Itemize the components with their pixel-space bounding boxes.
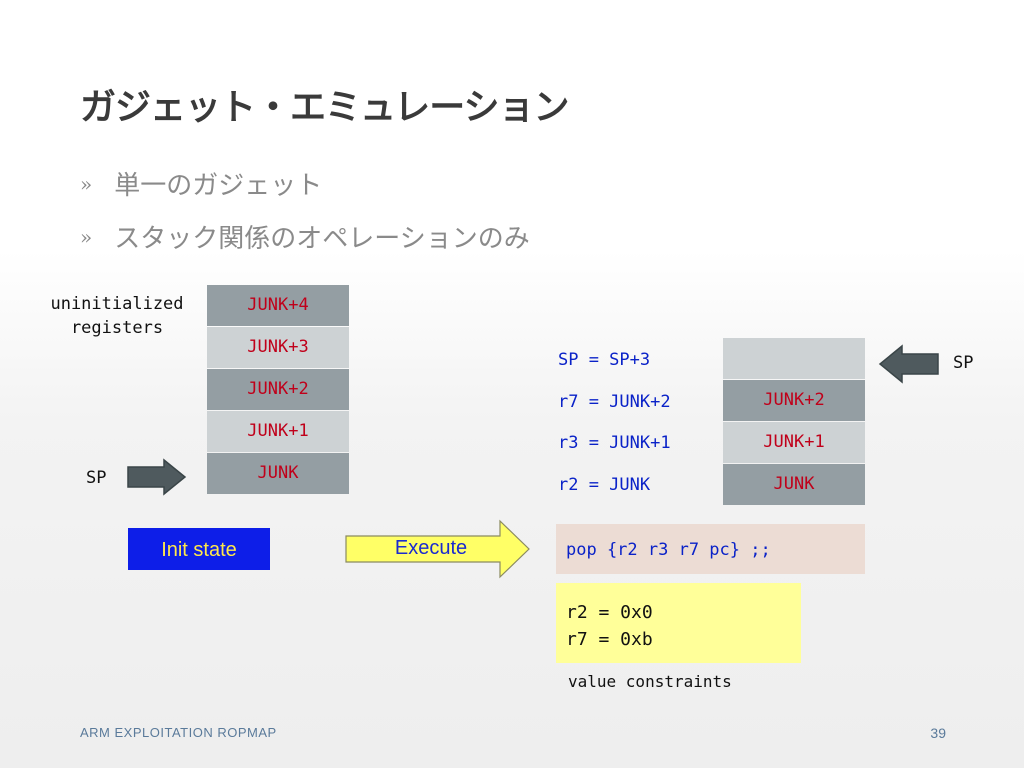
op-r2: r2 = JUNK (558, 475, 651, 495)
right-stack-cell-empty (723, 338, 865, 379)
init-state-label: Init state (128, 528, 270, 570)
left-stack-cell-junk-4: JUNK+4 (207, 285, 349, 326)
execute-arrow-icon (345, 519, 530, 579)
left-sp-arrow-icon (127, 458, 187, 496)
left-sp-label: SP (86, 468, 107, 488)
right-sp-arrow-icon (878, 344, 939, 384)
bullet-text: 単一のガジェット (114, 171, 323, 201)
page-number: 39 (930, 725, 946, 741)
left-stack-cell-junk-1: JUNK+1 (207, 411, 349, 452)
bullet-mark: » (80, 172, 93, 196)
label-line-2: registers (70, 318, 164, 338)
right-stack-cell-junk-2: JUNK+2 (723, 380, 865, 421)
left-stack-cell-junk-2: JUNK+2 (207, 369, 349, 410)
uninitialized-registers-label: uninitialized registers (44, 292, 190, 340)
bullet-2: » スタック関係のオペレーションのみ (80, 218, 530, 255)
op-r3: r3 = JUNK+1 (558, 433, 671, 453)
value-constraints-box: r2 = 0x0 r7 = 0xb (556, 583, 801, 663)
right-sp-label: SP (953, 353, 974, 373)
label-line-1: uninitialized (50, 294, 184, 314)
right-stack-cell-junk-1: JUNK+1 (723, 422, 865, 463)
constraint-r7: r7 = 0xb (566, 629, 653, 650)
bullet-1: » 単一のガジェット (80, 165, 322, 202)
left-stack-cell-junk-3: JUNK+3 (207, 327, 349, 368)
op-sp: SP = SP+3 (558, 350, 651, 370)
execute-label: Execute (394, 537, 468, 559)
bullet-mark: » (80, 225, 93, 249)
constraint-r2: r2 = 0x0 (566, 602, 653, 623)
value-constraints-caption: value constraints (568, 672, 732, 691)
op-r7: r7 = JUNK+2 (558, 392, 671, 412)
right-stack-cell-junk: JUNK (723, 464, 865, 505)
slide-title: ガジェット・エミュレーション (80, 87, 570, 128)
footer-title: ARM EXPLOITATION ROPMAP (80, 725, 277, 740)
gadget-instruction: pop {r2 r3 r7 pc} ;; (556, 524, 865, 574)
left-stack-cell-junk: JUNK (207, 453, 349, 494)
bullet-text: スタック関係のオペレーションのみ (114, 224, 530, 254)
